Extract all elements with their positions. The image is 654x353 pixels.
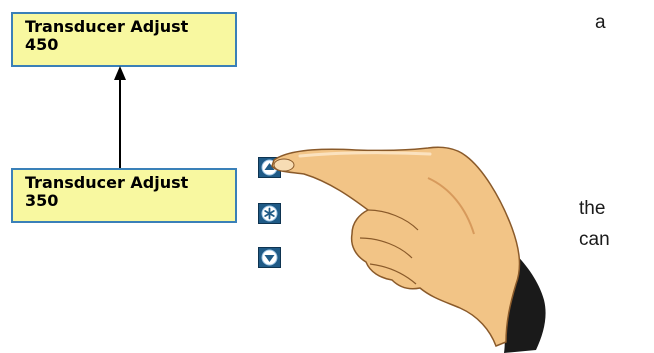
up-arrow-connector xyxy=(114,66,126,170)
display-label: Transducer Adjust xyxy=(25,173,189,192)
display-label: Transducer Adjust xyxy=(25,17,189,36)
enter-button[interactable] xyxy=(258,203,281,224)
chevron-down-icon xyxy=(261,249,278,266)
side-text-the: the xyxy=(579,198,606,219)
asterisk-icon xyxy=(261,205,278,222)
down-button[interactable] xyxy=(258,247,281,268)
display-box-old-value: Transducer Adjust 350 xyxy=(11,168,237,223)
pointing-hand-illustration xyxy=(271,146,546,353)
side-text-can: can xyxy=(579,229,610,250)
display-box-new-value: Transducer Adjust 450 xyxy=(11,12,237,67)
display-value: 350 xyxy=(25,191,59,210)
side-text-a: a xyxy=(595,12,606,33)
display-value: 450 xyxy=(25,35,59,54)
